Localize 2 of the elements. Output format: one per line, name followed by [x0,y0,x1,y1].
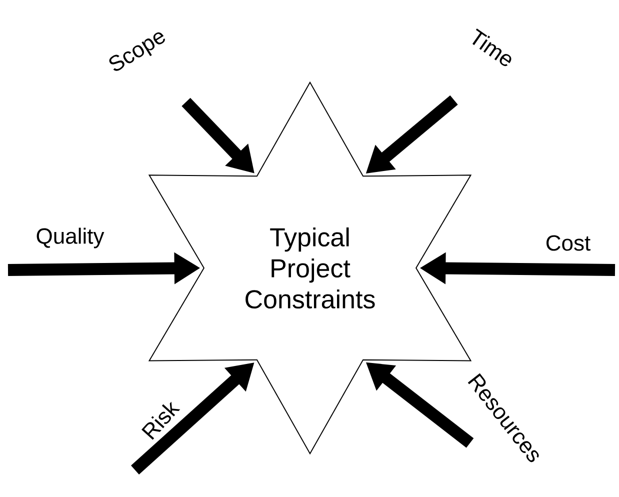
constraint-label: Quality [36,228,104,248]
constraint-label: Cost [546,235,590,251]
